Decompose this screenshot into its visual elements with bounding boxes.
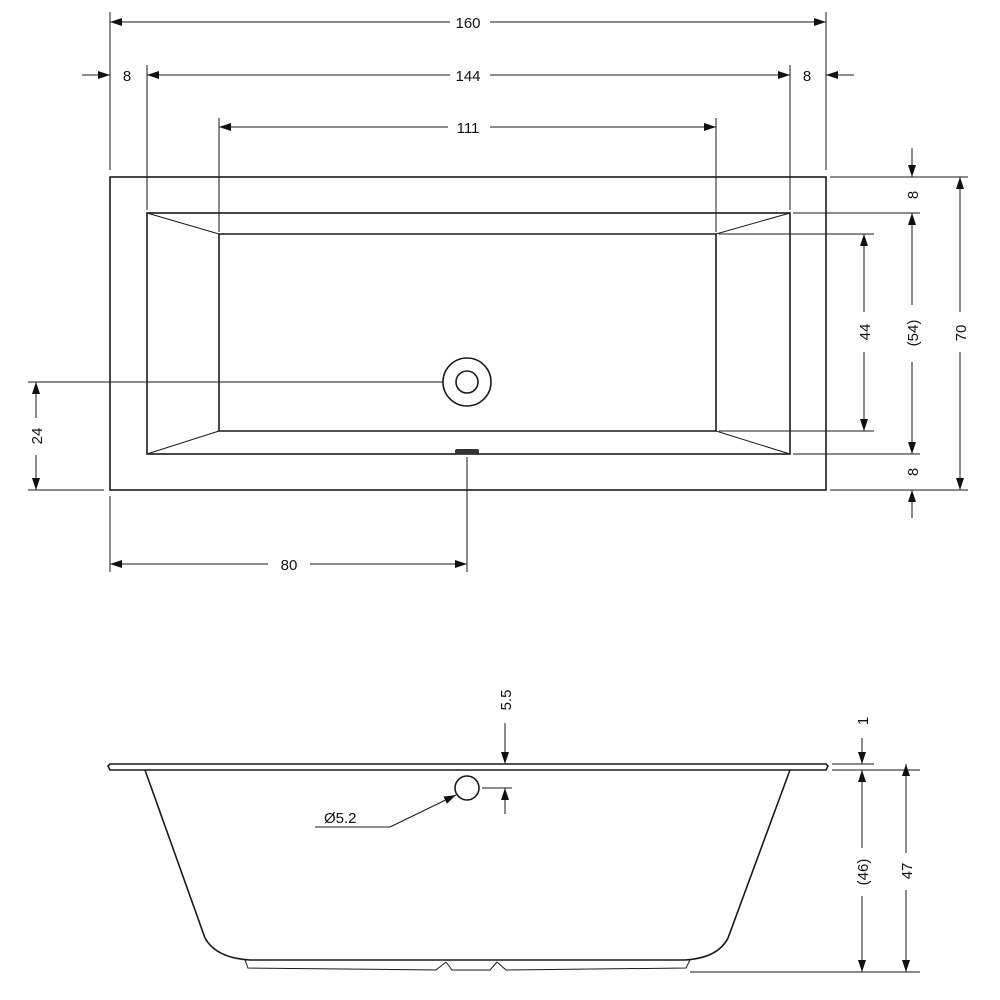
tub-floor xyxy=(218,233,717,432)
dim-label-160: 160 xyxy=(455,15,480,32)
dim-drain-offset-x: 80 xyxy=(110,557,467,574)
dim-inner-depth: (46) xyxy=(855,770,872,972)
dim-overall-height: 47 xyxy=(899,764,916,972)
dim-label-47: 47 xyxy=(899,863,916,880)
dim-label-80: 80 xyxy=(281,557,298,574)
dim-overflow-diameter: Ø5.2 xyxy=(315,794,457,828)
dim-label-1: 1 xyxy=(855,717,872,725)
side-view: 5.5 Ø5.2 1 (46) 47 xyxy=(107,690,920,973)
dim-drain-offset-y: 24 xyxy=(29,382,46,490)
top-view: 160 144 8 8 111 8 (54) xyxy=(28,12,970,574)
overflow-icon xyxy=(454,775,480,801)
dim-label-rim-right: 8 xyxy=(803,68,811,85)
dim-label-44: 44 xyxy=(857,324,874,341)
dim-label-54: (54) xyxy=(905,320,922,347)
dim-label-diameter: Ø5.2 xyxy=(324,810,357,827)
dim-overall-width: 70 xyxy=(953,177,970,490)
dim-inner-length: 144 8 8 xyxy=(82,68,854,85)
tub-inner-edge xyxy=(146,212,791,455)
dim-rim-bottom: 8 xyxy=(905,468,922,518)
dim-inner-width: (54) xyxy=(905,213,922,454)
side-extension-lines xyxy=(690,763,920,973)
dim-rim-top: 8 xyxy=(905,148,922,199)
drain-icon xyxy=(442,357,492,407)
tub-outer-rim xyxy=(109,176,827,491)
side-rim xyxy=(107,763,829,771)
dim-label-24: 24 xyxy=(29,428,46,445)
basin-slope-lines xyxy=(146,212,791,455)
overflow-slot xyxy=(455,449,479,454)
extension-lines xyxy=(28,12,968,572)
dim-overflow-height: 5.5 xyxy=(482,690,515,814)
dim-label-70: 70 xyxy=(953,325,970,342)
dim-label-rim-left: 8 xyxy=(123,68,131,85)
dim-rim-thickness: 1 xyxy=(855,717,872,764)
dim-floor-length: 111 xyxy=(219,120,716,137)
dim-label-5-5: 5.5 xyxy=(498,690,515,711)
dim-overall-length: 160 xyxy=(110,15,826,32)
side-tub-body xyxy=(144,769,791,961)
dim-floor-width: 44 xyxy=(857,234,874,431)
dim-label-46: (46) xyxy=(855,859,872,886)
dim-label-111: 111 xyxy=(457,120,480,137)
dim-label-144: 144 xyxy=(455,68,480,85)
dim-label-rim-top: 8 xyxy=(905,191,922,199)
side-tub-feet xyxy=(244,959,691,971)
dim-label-rim-bottom: 8 xyxy=(905,468,922,476)
